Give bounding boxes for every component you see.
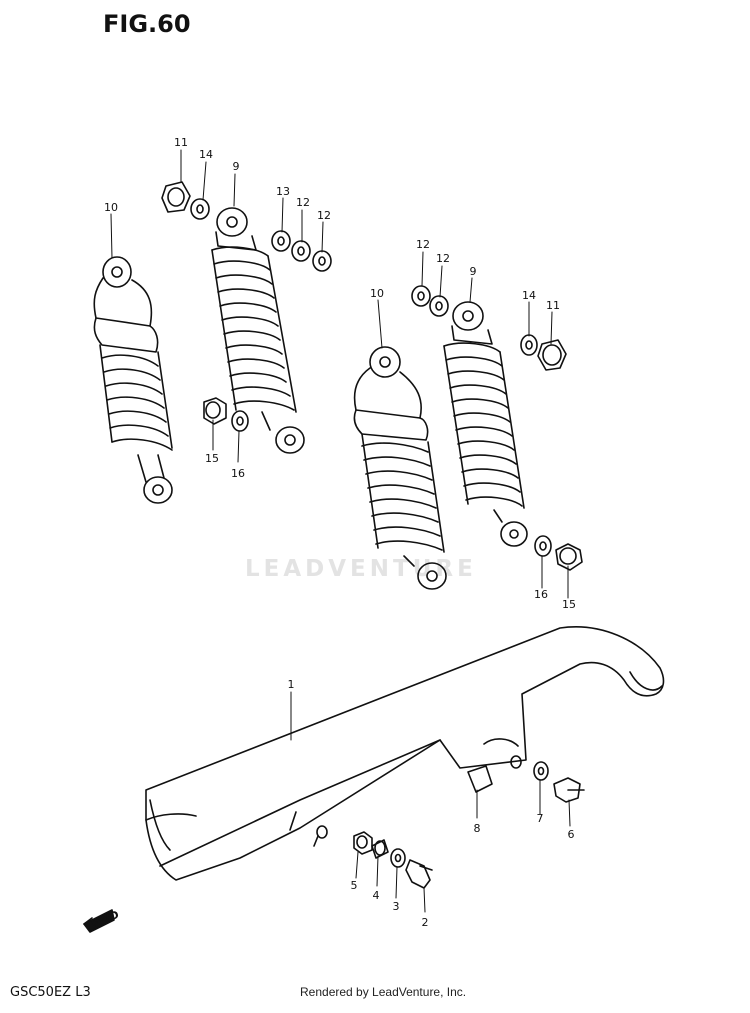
washer-7 (533, 761, 549, 781)
clip-8 (467, 765, 493, 793)
bolt-6 (553, 777, 585, 803)
callout-labels: 11 14 9 13 12 12 10 12 12 9 14 11 10 15 16 16 15 1 8 7 6 5 43 2 (104, 136, 576, 929)
bushing-15-right (555, 543, 583, 571)
callout-label-7: 7 (537, 812, 544, 825)
callout-label-10: 10 (370, 287, 384, 300)
callout-label-8: 8 (474, 822, 481, 835)
callout-label-4: 4 (373, 889, 380, 902)
rendered-by-credit: Rendered by LeadVenture, Inc. (300, 985, 467, 999)
callout-label-16: 16 (534, 588, 548, 601)
callout-label-12: 12 (416, 238, 430, 251)
callout-label-13: 13 (276, 185, 290, 198)
callout-label-1: 1 (288, 678, 295, 691)
bolt-2 (405, 859, 433, 889)
rear-shock-absorber-center (353, 346, 447, 590)
callout-label-10: 10 (104, 201, 118, 214)
bushing-5 (353, 831, 373, 855)
callout-label-3: 3 (393, 900, 400, 913)
washer-12-a (291, 240, 311, 262)
callout-label-12: 12 (296, 196, 310, 209)
callout-label-5: 5 (351, 879, 358, 892)
spacer-4 (371, 839, 389, 859)
rear-shock-absorber-upper (211, 207, 305, 454)
washer-14-right (520, 334, 538, 356)
fwd-label: FWD (89, 908, 121, 931)
callout-label-11: 11 (546, 299, 560, 312)
callout-label-16: 16 (231, 467, 245, 480)
model-code: GSC50EZ L3 (10, 985, 91, 1000)
washer-16-left (231, 410, 249, 432)
washer-12-c (411, 285, 431, 307)
callout-label-12: 12 (317, 209, 331, 222)
rear-shock-absorber-right (443, 301, 528, 547)
washer-12-b (312, 250, 332, 272)
washer-16-right (534, 535, 552, 557)
rear-shock-absorber-left (93, 256, 173, 504)
callout-label-15: 15 (562, 598, 576, 611)
callout-label-9: 9 (233, 160, 240, 173)
washer-13 (271, 230, 291, 252)
callout-label-6: 6 (568, 828, 575, 841)
callout-label-14: 14 (199, 148, 213, 161)
callout-label-15: 15 (205, 452, 219, 465)
figure-title: FIG.60 (103, 10, 191, 38)
washer-14-left (190, 198, 210, 220)
forward-arrow-icon (83, 909, 115, 933)
washer-12-d (429, 295, 449, 317)
cap-nut-left (161, 181, 191, 213)
callout-label-2: 2 (422, 916, 429, 929)
watermark: LEADVENTURE (245, 556, 477, 582)
bushing-15-left (203, 397, 227, 425)
washer-3 (390, 848, 406, 868)
callout-leader-lines (110, 149, 571, 913)
callout-label-14: 14 (522, 289, 536, 302)
callout-label-9: 9 (470, 265, 477, 278)
chain-case (145, 626, 665, 881)
cap-nut-right (537, 339, 567, 371)
callout-label-11: 11 (174, 136, 188, 149)
callout-label-12: 12 (436, 252, 450, 265)
